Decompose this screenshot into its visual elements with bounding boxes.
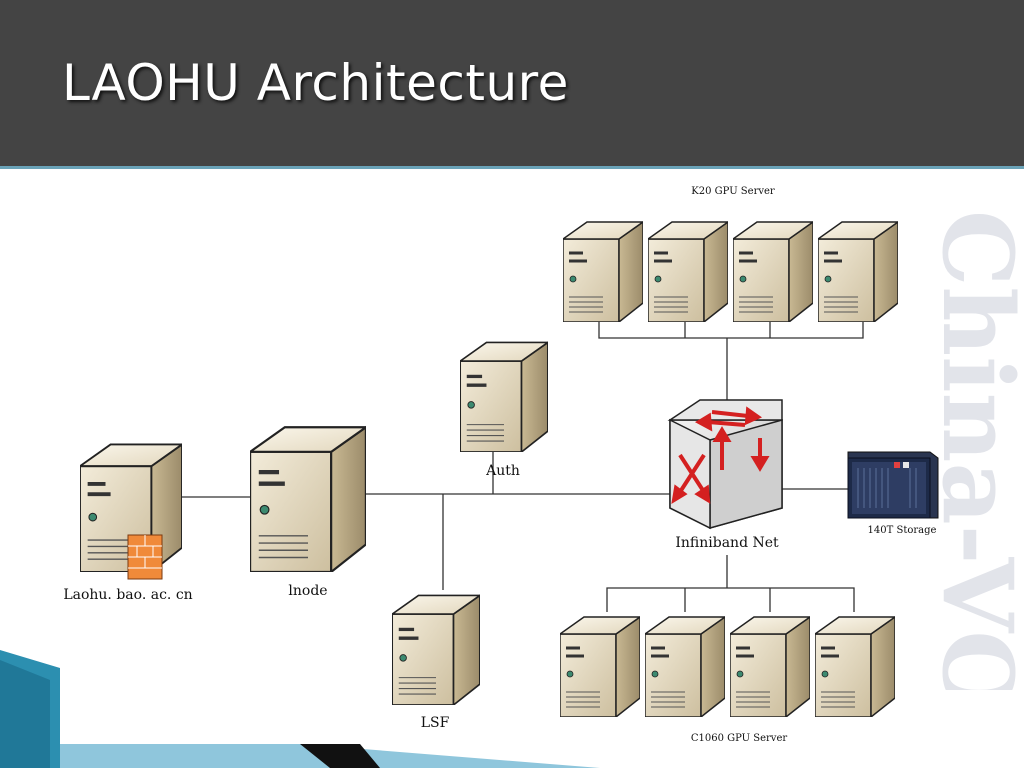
slide-title: LAOHU Architecture: [62, 54, 569, 112]
k20-server-1: [563, 220, 643, 322]
link-c1060-bus: [606, 587, 855, 612]
k20-server-4: [818, 220, 898, 322]
corner-decoration: [0, 650, 600, 768]
c1060-label: C1060 GPU Server: [691, 733, 788, 744]
firewall-icon: [127, 534, 163, 580]
k20-label: K20 GPU Server: [691, 186, 775, 197]
c1060-server-3: [730, 615, 810, 717]
title-bar: LAOHU Architecture: [0, 0, 1024, 169]
lnode-server: [250, 427, 366, 572]
storage-label: 140T Storage: [868, 525, 937, 536]
lsf-label: LSF: [421, 715, 450, 731]
infiniband-switch-icon: [667, 399, 783, 530]
lsf-server: [392, 593, 480, 705]
k20-server-2: [648, 220, 728, 322]
c1060-server-4: [815, 615, 895, 717]
watermark-text: China-VO: [928, 210, 1024, 690]
switch-label: Infiniband Net: [675, 535, 779, 551]
lnode-label: lnode: [288, 583, 327, 599]
auth-label: Auth: [485, 463, 520, 479]
architecture-diagram: K20 GPU Server Auth Laohu. bao. ac. cn l…: [63, 186, 939, 744]
web-label: Laohu. bao. ac. cn: [63, 587, 192, 603]
k20-server-3: [733, 220, 813, 322]
c1060-server-1: [560, 615, 640, 717]
link-k20-bus: [598, 322, 864, 339]
storage-icon: [847, 451, 939, 519]
auth-server: [460, 340, 548, 452]
watermark-logo: China-VO: [928, 210, 1024, 690]
c1060-server-2: [645, 615, 725, 717]
